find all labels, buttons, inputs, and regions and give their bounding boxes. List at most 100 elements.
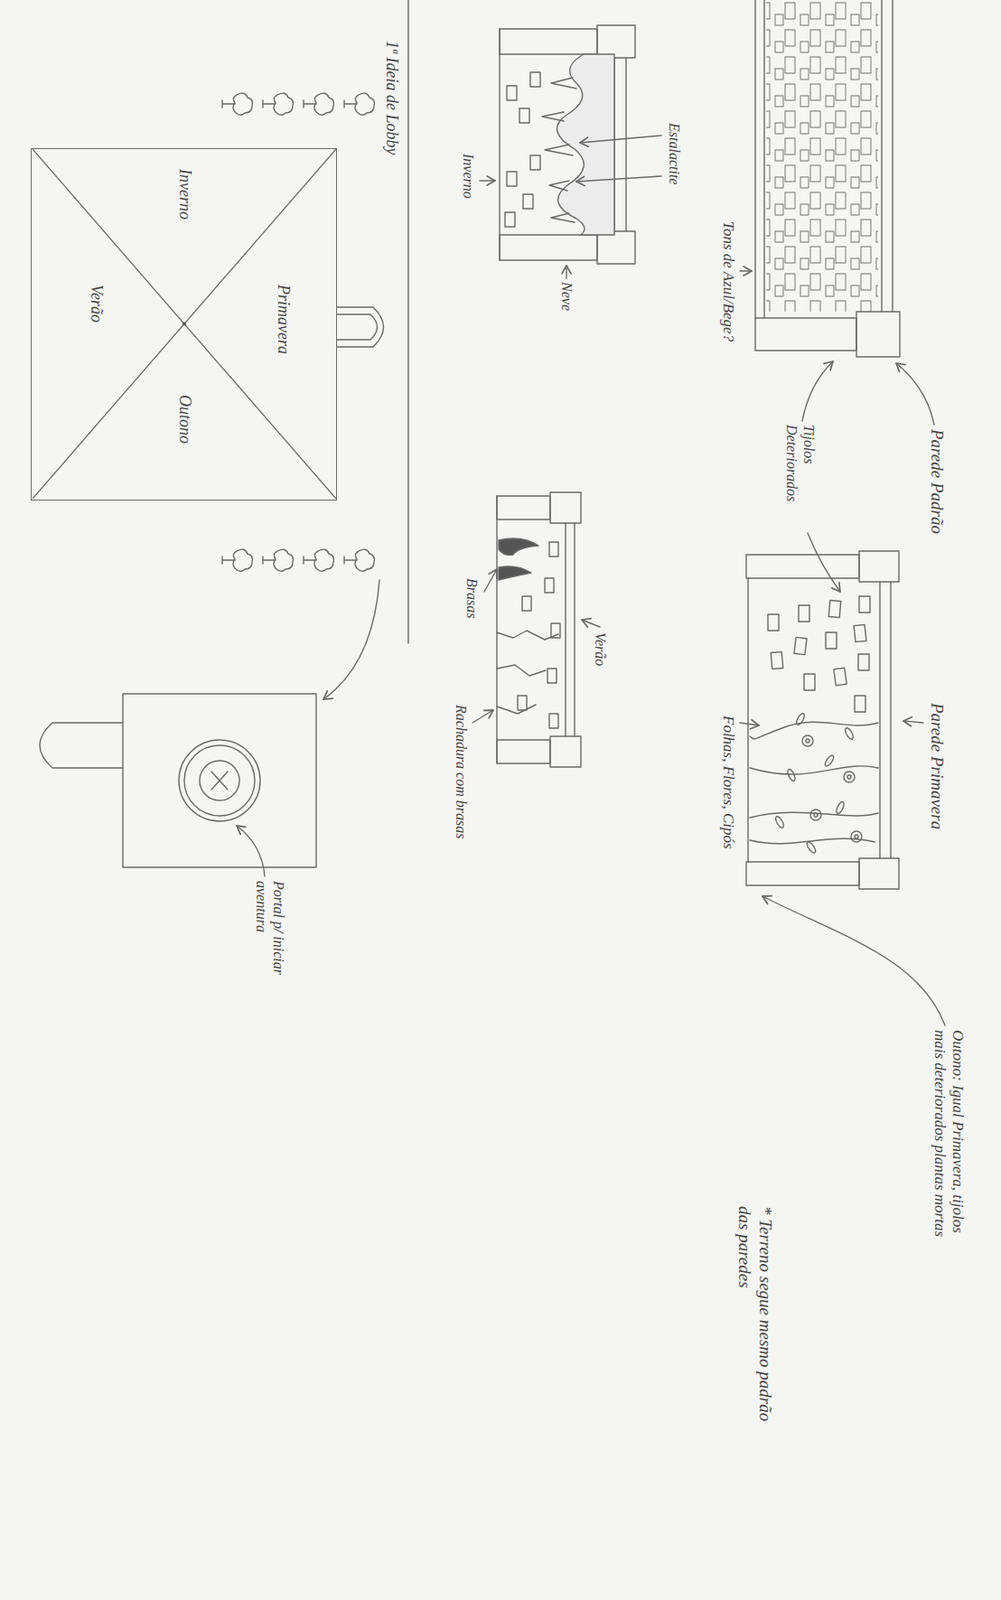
diagonal-line [32, 149, 337, 499]
brick [530, 155, 541, 170]
brick [523, 194, 534, 209]
leader-arrow [580, 135, 662, 143]
season-label: Outono [174, 394, 195, 444]
pillar-cap [597, 231, 636, 264]
label-holder: * Terreno segue mesmo padrão das paredes [733, 1206, 776, 1446]
wall-rails [748, 578, 891, 862]
leader-arrow [479, 179, 496, 181]
ember-flame [498, 566, 532, 581]
callout-note: Folhas, Flores, Cipós [719, 715, 738, 850]
brick [825, 632, 837, 649]
flower-center [805, 739, 810, 743]
leaf [774, 814, 786, 829]
brick [853, 624, 867, 642]
brick [506, 85, 517, 101]
tree [222, 93, 253, 115]
summer-wall [496, 492, 581, 768]
label-holder: Rachadura com brasas [452, 704, 470, 839]
terrain-note: * Terreno segue mesmo padrão das paredes [733, 1206, 776, 1446]
brick [767, 614, 779, 631]
tree [344, 549, 375, 571]
brick [549, 542, 559, 557]
brick [505, 212, 515, 227]
flower-center [847, 775, 852, 779]
brick [859, 596, 871, 613]
brick [549, 713, 559, 729]
season-label: Verão [85, 284, 106, 323]
vine [749, 838, 875, 843]
leader-arrow [739, 270, 752, 272]
tree [344, 93, 375, 115]
text-slot: Outono [174, 394, 195, 444]
pillar-cap [597, 25, 636, 58]
label-holder: Outono: Igual Primavera, tijolos mais de… [929, 1029, 967, 1243]
label-holder: Inverno [459, 153, 478, 199]
ember-flame [498, 538, 539, 555]
wall-title: Parede Padrão [926, 429, 947, 534]
brick [833, 667, 847, 685]
leader-arrow [576, 176, 662, 182]
leader-arrow [896, 363, 935, 425]
callout-note: Portal p/ iniciar aventura [252, 880, 288, 1012]
wall-rails [499, 28, 627, 261]
leader-arrow [236, 825, 265, 877]
pillar-post [496, 739, 551, 764]
label-holder: Tijolos Deteriorados [783, 424, 818, 529]
label-holder: Neve [558, 281, 576, 311]
wall-caption: Verão [591, 632, 609, 666]
text-slot: Inverno [174, 168, 195, 220]
pillar-post [746, 554, 860, 579]
lobby-plan: Primavera InvernoOutono Verão [30, 148, 337, 501]
standard-wall [755, 0, 900, 357]
brick [547, 668, 557, 683]
section-heading: 1ª Ideia de Lobby [381, 40, 402, 155]
leaf [805, 841, 818, 855]
leaf [843, 726, 855, 740]
leader-arrow [581, 619, 600, 627]
brick [544, 578, 554, 593]
room-entrance [39, 722, 123, 768]
label-holder: Estalactite [665, 122, 683, 185]
leaf [785, 767, 796, 782]
flower [802, 735, 814, 747]
brick [517, 695, 527, 711]
flower [843, 771, 855, 783]
tree [303, 549, 334, 571]
brick [506, 171, 517, 187]
center-dot [182, 322, 187, 327]
label-holder: Portal p/ iniciar aventura [252, 880, 288, 1012]
brick [854, 695, 866, 712]
leader-arrow [739, 722, 759, 726]
crack [496, 630, 559, 640]
snow-cover [557, 54, 615, 235]
portal-mark [211, 771, 228, 790]
vine [749, 766, 879, 775]
color-note: Tons de Azul/Bege? [719, 221, 738, 342]
brick [519, 108, 530, 123]
pillar-cap [859, 858, 899, 889]
spring-wall [746, 551, 899, 889]
brick-rows [766, 0, 879, 312]
brick [770, 652, 784, 670]
flower-center [813, 813, 818, 817]
leader-arrow [903, 720, 924, 723]
pillar-post [746, 861, 860, 886]
tree [303, 93, 334, 115]
brick [804, 673, 815, 691]
pillar-post [499, 234, 598, 261]
leaf [834, 800, 845, 814]
winter-wall [499, 25, 636, 264]
crack [496, 704, 536, 714]
label-holder: Parede Primavera [926, 702, 947, 830]
icicles [542, 77, 577, 223]
wall-caption: Inverno [459, 153, 478, 199]
wall-rails [496, 495, 575, 764]
season-label: Primavera [272, 284, 293, 355]
wall-rails [755, 0, 893, 319]
flower [851, 831, 862, 842]
leader-arrow [802, 361, 833, 421]
label-holder: Tons de Azul/Bege? [719, 221, 738, 342]
